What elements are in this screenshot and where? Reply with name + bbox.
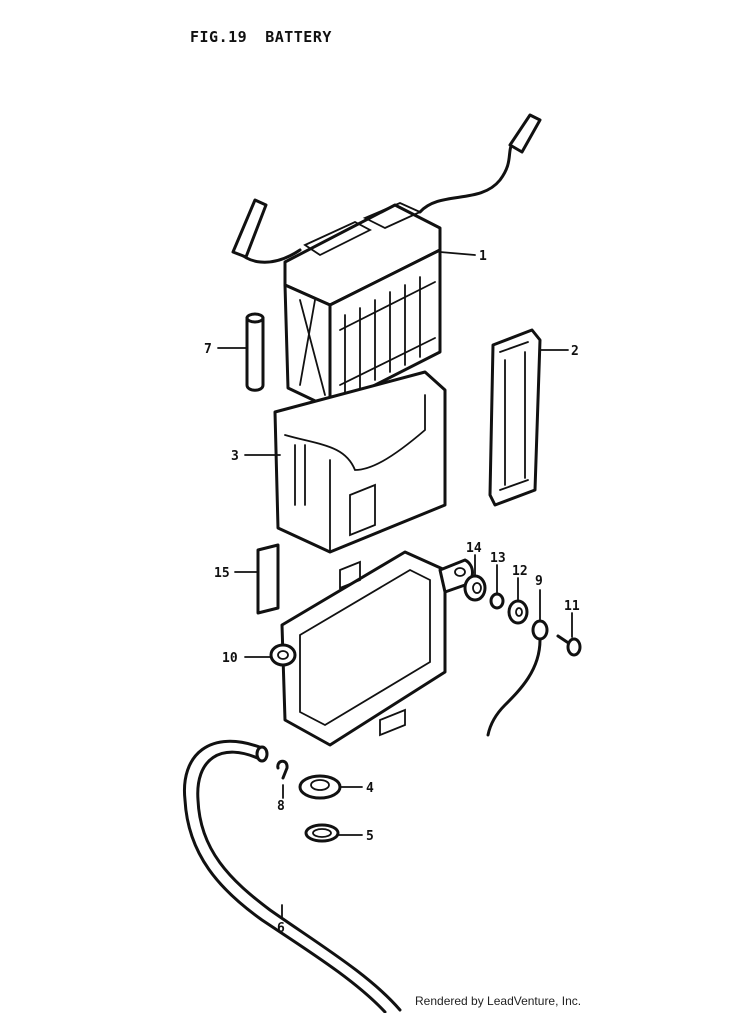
part-11-bolt <box>556 634 582 657</box>
callout-9: 9 <box>535 574 543 589</box>
figure-number: FIG.19 <box>190 28 248 46</box>
part-2-strap <box>488 328 542 507</box>
part-14-washer <box>463 574 487 602</box>
callout-1: 1 <box>479 249 487 264</box>
part-10-tray <box>269 550 474 747</box>
callout-10: 10 <box>222 651 238 666</box>
callout-numbers: 1 2 3 4 5 6 7 8 9 10 11 12 13 14 15 <box>204 249 580 936</box>
callout-5: 5 <box>366 829 374 844</box>
callout-3: 3 <box>231 449 239 464</box>
callout-6: 6 <box>277 921 285 936</box>
callout-13: 13 <box>490 551 506 566</box>
part-8-clamp <box>276 759 289 780</box>
callout-8: 8 <box>277 799 285 814</box>
callout-4: 4 <box>366 781 374 796</box>
part-9-ground-lead <box>486 619 549 737</box>
part-battery <box>231 113 542 410</box>
part-7-cylinder <box>245 312 265 392</box>
part-12-washer <box>507 599 529 625</box>
callout-2: 2 <box>571 344 579 359</box>
callout-leaders <box>217 251 573 919</box>
callout-11: 11 <box>564 599 580 614</box>
part-15-pad <box>256 543 280 615</box>
callout-7: 7 <box>204 342 212 357</box>
figure-title: FIG.19 BATTERY <box>190 28 350 46</box>
callout-15: 15 <box>214 566 230 581</box>
part-4-grommet <box>298 774 342 800</box>
part-3-case <box>273 370 447 554</box>
render-credit: Rendered by LeadVenture, Inc. <box>415 994 582 1008</box>
part-6-hose <box>182 739 402 1014</box>
part-5-clip <box>304 823 340 843</box>
part-13-washer <box>489 592 505 610</box>
callout-12: 12 <box>512 564 528 579</box>
callout-14: 14 <box>466 541 482 556</box>
figure-name: BATTERY <box>265 28 332 46</box>
